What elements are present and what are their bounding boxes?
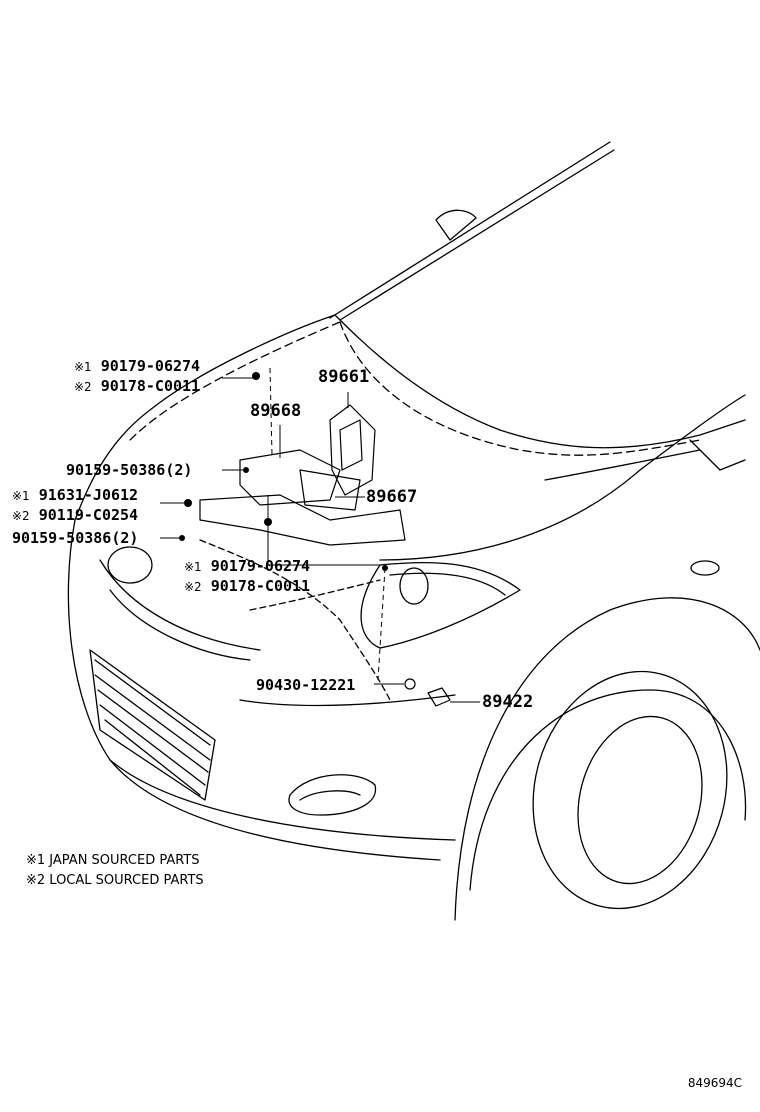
headlight-inner [389,572,506,596]
illustration-code: 849694C [687,1076,742,1090]
hood-dashed [339,321,701,456]
support-bracket [199,494,406,546]
side-marker [690,560,720,576]
grille-outline [89,649,216,801]
callout-c2-line2: ※2 90119-C0254 [12,506,139,524]
headlight-lamp [399,567,429,605]
callout-c3-line2: ※2 90178-C0011 [184,577,311,595]
grille-bar-1 [94,659,211,746]
leader-c3-dashed [377,567,386,681]
tire-hub [577,715,703,885]
inner-fender-dashed [199,539,391,701]
wheel-arch [454,597,760,921]
bracket-89667 [299,469,361,511]
tire-outer [469,689,747,891]
bracket-dashed [249,579,381,611]
hood-front-edge [74,314,336,521]
grille-bar-4 [99,704,206,786]
nut-fender-icon [382,565,388,571]
emblem-area [107,546,153,584]
washer-90430 [404,678,416,690]
part-89661: 89661 [318,367,370,387]
part-number: 90178-C0011 [100,377,201,395]
callout-c1-line1: ※1 90179-06274 [74,357,201,375]
grille-bar-5 [104,719,201,796]
leader-c3 [267,495,380,566]
bolt-lower-label: 90159-50386(2) [12,529,139,547]
ecu-89661 [329,404,376,496]
fender-line [689,439,746,471]
bumper-lower [109,759,456,841]
hood-dashed-2 [129,321,341,441]
callout-c2-line1: ※1 91631-J0612 [12,486,139,504]
bumper-chin [239,694,456,707]
headlight-outline [360,561,521,649]
part-number: 90179-06274 [210,557,311,575]
grille-bar-3 [97,689,209,773]
fender-outline [379,394,746,561]
fog-lamp-inner [299,790,361,801]
part-number: 91631-J0612 [38,486,139,504]
tire-rim [532,670,728,910]
bolt-lower-icon [179,535,185,541]
washer-label: 90430-12221 [256,676,356,694]
part-89422: 89422 [482,692,534,712]
part-89667: 89667 [366,487,418,507]
side-crease [544,449,701,481]
bumper-outline [67,519,441,861]
leader-c1-dashed [269,367,273,456]
note-local-sourced: ※2 LOCAL SOURCED PARTS [26,873,204,888]
mirror-outline [435,209,477,241]
part-number: 90178-C0011 [210,577,311,595]
windshield-outline [329,141,615,321]
nut-lower-icon [264,518,272,526]
clip-icon [184,499,192,507]
ecu-89661-detail [339,419,363,471]
callout-c1-line2: ※2 90178-C0011 [74,377,201,395]
part-89668: 89668 [250,401,302,421]
bolt-icon [243,467,249,473]
grille-bar-2 [94,674,211,761]
hood-outline [334,314,746,449]
fog-lamp [288,774,377,816]
bracket-89668 [239,449,341,506]
part-number: 90119-C0254 [38,506,139,524]
part-number: 90179-06274 [100,357,201,375]
note-japan-sourced: ※1 JAPAN SOURCED PARTS [26,853,200,868]
upper-grille [99,559,261,661]
bolt-upper-label: 90159-50386(2) [66,461,193,479]
sensor-89422 [427,687,451,707]
nut-icon [252,372,260,380]
callout-c3-line1: ※1 90179-06274 [184,557,311,575]
